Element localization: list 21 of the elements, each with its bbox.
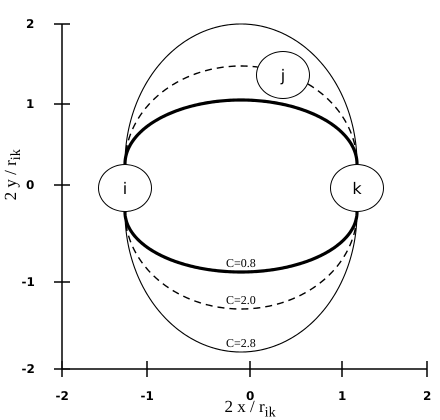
edge-label: C=2.8: [225, 337, 257, 349]
tick-label: 2: [26, 18, 34, 30]
node-label: k: [352, 178, 362, 198]
curve: [123, 211, 359, 274]
tick-label: -1: [22, 276, 35, 288]
node-label: j: [280, 66, 286, 84]
edge-label: C=0.8: [225, 257, 257, 269]
tick-label: 0: [246, 390, 254, 402]
tick-label: 2: [423, 390, 432, 402]
edge-label: C=2.0: [225, 294, 257, 306]
tick-label: -2: [56, 390, 69, 402]
node-circle: [256, 51, 310, 99]
tick-label: 1: [338, 390, 346, 402]
tick-label: -2: [22, 363, 35, 375]
node-circle: [98, 164, 152, 212]
curve: [123, 98, 359, 165]
node-label: i: [122, 178, 128, 198]
tick-label: 1: [26, 98, 34, 110]
tick-label: 0: [26, 179, 34, 191]
node-circle: [330, 164, 384, 212]
tick-label: -1: [140, 390, 154, 402]
